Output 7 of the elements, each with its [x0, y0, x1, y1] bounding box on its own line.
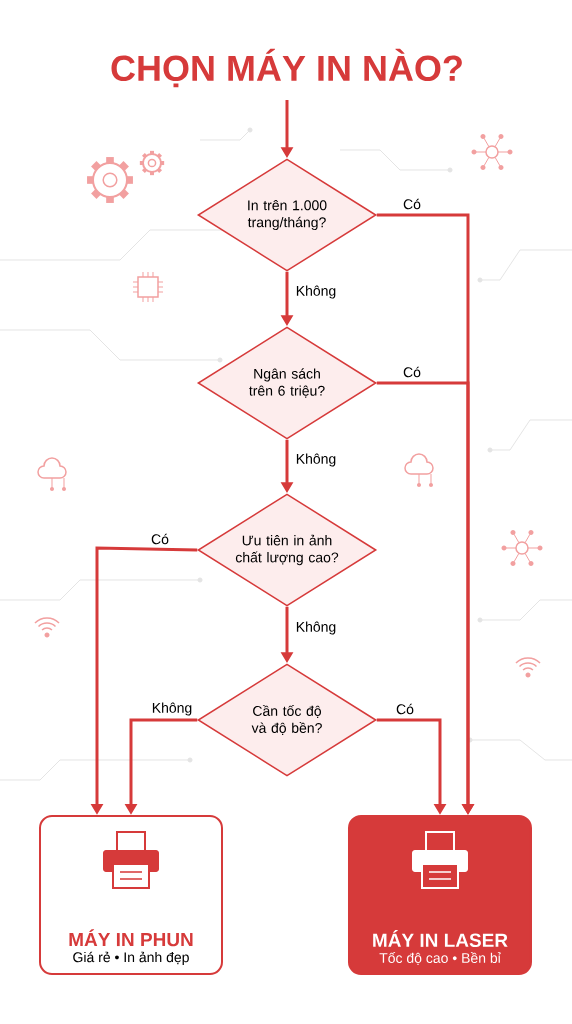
result-box: MÁY IN PHUN Giá rẻ • In ảnh đẹp — [39, 815, 223, 975]
result-box: MÁY IN LASER Tốc độ cao • Bền bỉ — [348, 815, 532, 975]
edge-label: Không — [293, 619, 339, 637]
title: CHỌN MÁY IN NÀO? — [111, 48, 462, 88]
edge-label: Không — [293, 451, 339, 469]
edge-label: Không — [293, 283, 339, 301]
edge-label: Không — [149, 700, 195, 718]
